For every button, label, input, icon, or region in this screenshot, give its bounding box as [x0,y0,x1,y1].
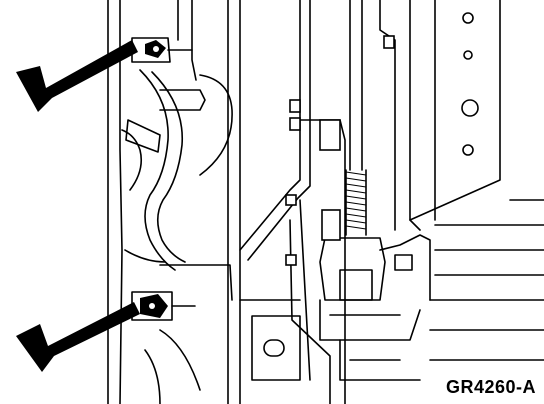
figure-id-label: GR4260-A [445,377,536,397]
lower-connector [131,291,196,321]
left-frame-rail [107,0,241,404]
arrow-icon [16,40,138,112]
right-structure [379,0,544,361]
actuator-housing [319,119,431,381]
upper-connector [131,37,193,63]
center-bracket [239,0,346,404]
wiring-harness [121,69,233,404]
threaded-rod [345,0,367,236]
arrow-icon [16,302,140,372]
